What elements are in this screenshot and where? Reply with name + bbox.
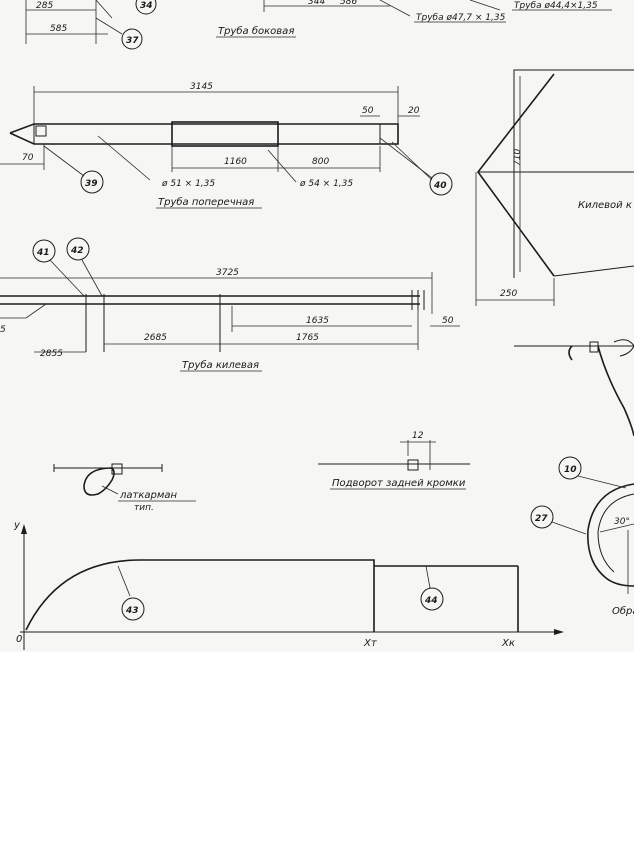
tube-444-label: Труба ø44,4×1,35 bbox=[514, 1, 598, 11]
cross-dim-70: 70 bbox=[22, 153, 34, 163]
part-40-label: 40 bbox=[433, 181, 447, 191]
cross-dim-800: 800 bbox=[312, 157, 329, 167]
blank-area bbox=[0, 652, 634, 847]
detail-label: Обра bbox=[612, 605, 634, 617]
part-39-label: 39 bbox=[85, 179, 98, 189]
profile-y-axis-label: y bbox=[13, 520, 21, 531]
part-41-label: 41 bbox=[36, 248, 50, 258]
drawing-sheet: 285 585 34 37 344 586 Труба боковая Труб… bbox=[0, 0, 634, 652]
part-27-label: 27 bbox=[535, 514, 548, 524]
part-42-label: 42 bbox=[70, 246, 84, 256]
cross-dim-20: 20 bbox=[408, 106, 420, 116]
side-tube-label: Труба боковая bbox=[218, 25, 294, 37]
cross-tube-label: Труба поперечная bbox=[158, 196, 254, 208]
cross-spec-51: ø 51 × 1,35 bbox=[161, 179, 215, 189]
pocket-label: латкарман bbox=[119, 490, 178, 501]
profile-xk-label: Xк bbox=[501, 638, 515, 649]
keel-dim-250: 250 bbox=[500, 289, 517, 299]
dim-585: 585 bbox=[50, 24, 67, 34]
part-43-label: 43 bbox=[125, 606, 139, 616]
part-10-label: 10 bbox=[564, 465, 577, 475]
cross-dim-1160: 1160 bbox=[224, 157, 247, 167]
dim-586: 586 bbox=[340, 0, 357, 7]
cross-dim-50: 50 bbox=[362, 106, 374, 116]
keel-dim-50: 50 bbox=[442, 316, 454, 326]
keel-dim-left: 5 bbox=[0, 325, 6, 335]
edge-fold-label: Подворот задней кромки bbox=[332, 478, 466, 489]
part-34-label: 34 bbox=[140, 1, 153, 11]
keel-dim-2855: 2855 bbox=[40, 349, 63, 359]
technical-drawing: 285 585 34 37 344 586 Труба боковая Труб… bbox=[0, 0, 634, 650]
keel-dim-total: 3725 bbox=[216, 268, 239, 278]
profile-graph: y 0 43 44 Xт Xк bbox=[13, 520, 564, 650]
pocket-detail: латкарман тип. bbox=[53, 463, 196, 513]
cross-tube-drawing: 3145 50 20 70 1160 800 ø 51 × 1,35 ø 54 … bbox=[0, 82, 453, 209]
keel-dim-1765: 1765 bbox=[296, 333, 319, 343]
keel-frame-drawing: 710 250 Килевой к bbox=[475, 69, 634, 306]
dim-285: 285 bbox=[36, 1, 53, 11]
keel-dim-1635: 1635 bbox=[306, 316, 329, 326]
cross-spec-54: ø 54 × 1,35 bbox=[299, 179, 353, 189]
profile-origin-label: 0 bbox=[16, 634, 22, 645]
round-detail: 10 27 30° Обра bbox=[530, 456, 634, 617]
tube-477-label: Труба ø47,7 × 1,35 bbox=[416, 13, 506, 23]
bracket-fragment bbox=[514, 339, 634, 437]
cross-dim-total: 3145 bbox=[190, 82, 213, 92]
dim-344: 344 bbox=[308, 0, 325, 7]
keel-frame-label: Килевой к bbox=[578, 200, 632, 211]
keel-tube-label: Труба килевая bbox=[182, 359, 259, 371]
edge-fold-detail: 12 Подворот задней кромки bbox=[318, 431, 470, 490]
detail-dim-30: 30° bbox=[614, 517, 630, 527]
edge-fold-dim: 12 bbox=[412, 431, 424, 441]
keel-dim-2685: 2685 bbox=[144, 333, 167, 343]
part-37-label: 37 bbox=[126, 36, 139, 46]
top-fragment: 285 585 34 37 344 586 Труба боковая Труб… bbox=[25, 0, 612, 50]
profile-xt-label: Xт bbox=[363, 638, 378, 649]
pocket-type-label: тип. bbox=[134, 503, 154, 513]
keel-dim-710: 710 bbox=[513, 149, 523, 166]
keel-tube-drawing: 41 42 3725 5 1635 50 2685 1765 2855 Труб… bbox=[0, 237, 460, 372]
part-44-label: 44 bbox=[424, 596, 438, 606]
